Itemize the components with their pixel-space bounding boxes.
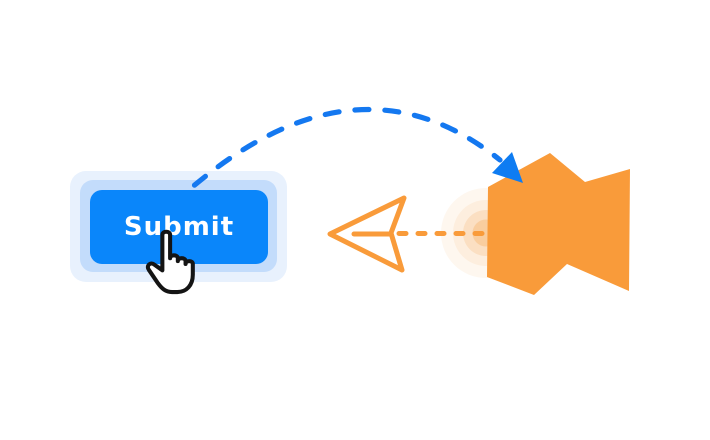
blue-dashed-arc <box>169 106 503 208</box>
submit-button[interactable] <box>90 190 268 264</box>
hand-cursor-shape <box>145 229 195 295</box>
blue-arrowhead-icon <box>492 152 523 183</box>
send-arrow-icon <box>327 195 407 273</box>
hand-cursor-icon <box>145 229 195 295</box>
orange-abstract-shape <box>487 153 630 295</box>
